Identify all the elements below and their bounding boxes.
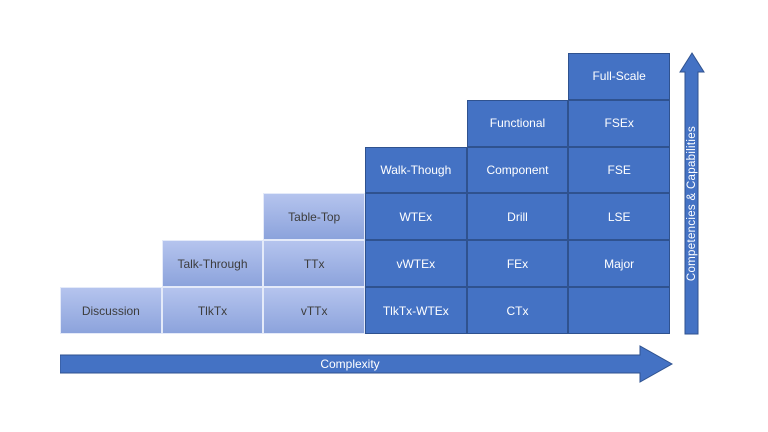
grid-cell-vwtex: vWTEx [364, 240, 467, 288]
grid-cell-ttx: TTx [263, 240, 365, 288]
grid-cell-component: Component [466, 146, 569, 194]
competencies-axis-label: Competencies & Capabilities [686, 125, 698, 282]
complexity-axis-arrow: Complexity [60, 345, 673, 383]
grid-cell-drill: Drill [466, 193, 569, 241]
grid-cell-vttx: vTTx [263, 287, 365, 334]
competencies-axis-arrow: Competencies & Capabilities [679, 52, 705, 335]
right-arrow-icon [60, 345, 673, 383]
grid-cell-discussion: Discussion [60, 287, 162, 334]
grid-cell-full-scale: Full-Scale [568, 53, 670, 100]
complexity-axis-label: Complexity [320, 357, 380, 371]
grid-cell-major: Major [568, 240, 670, 288]
grid-cell-talk-through: Talk-Through [161, 240, 264, 288]
grid-cell-wtex: WTEx [364, 193, 467, 241]
grid-cell-tlktx: TlkTx [161, 287, 264, 334]
grid-cell-empty [568, 287, 670, 334]
grid-cell-fse: FSE [568, 146, 670, 194]
grid-cell-table-top: Table-Top [263, 193, 365, 241]
grid-cell-fsex: FSEx [568, 99, 670, 147]
competencies-axis-label-wrap: Competencies & Capabilities [679, 72, 705, 335]
grid-cell-functional: Functional [466, 99, 569, 147]
up-arrow-icon [679, 52, 705, 335]
grid-cell-lse: LSE [568, 193, 670, 241]
grid-cell-tlktx-wtex: TlkTx-WTEx [364, 287, 467, 334]
grid-cell-ctx: CTx [466, 287, 569, 334]
grid-cell-walk-though: Walk-Though [364, 146, 467, 194]
grid-cell-fex: FEx [466, 240, 569, 288]
